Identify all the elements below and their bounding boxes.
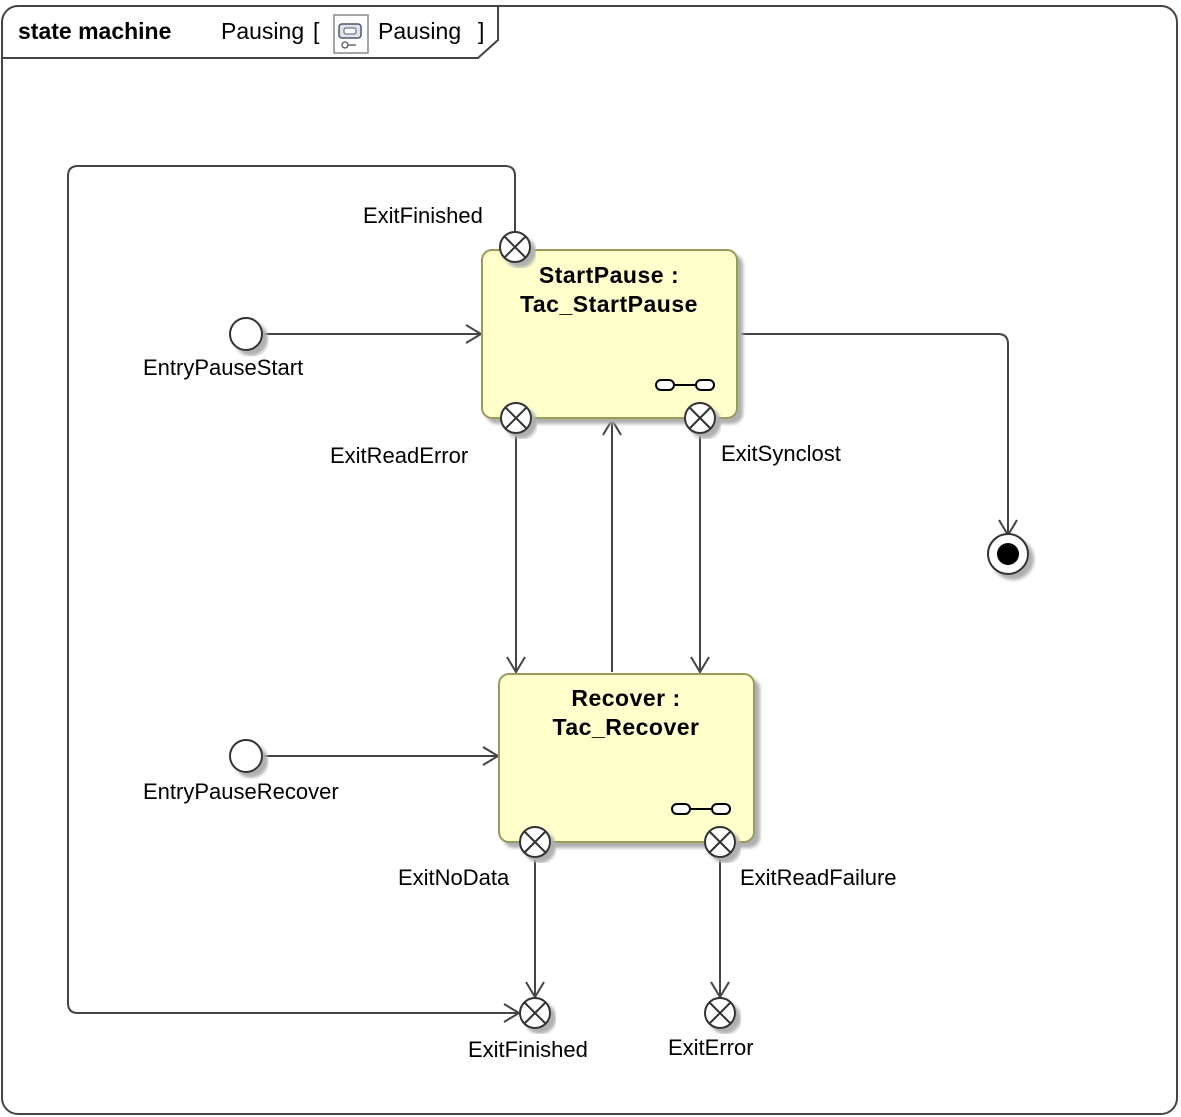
arrowhead xyxy=(602,418,622,436)
label-exit-read-error: ExitReadError xyxy=(330,443,468,468)
transition-to-final[interactable] xyxy=(738,333,1009,535)
submachine-link-icon xyxy=(655,379,715,391)
entry-point-icon[interactable] xyxy=(229,739,263,773)
state-start-pause-type: Tac_StartPause xyxy=(520,291,698,317)
exit-point-icon[interactable] xyxy=(500,402,532,434)
state-machine-ref-icon xyxy=(333,14,369,54)
label-exit-synclost: ExitSynclost xyxy=(721,441,841,466)
label-entry-pause-start: EntryPauseStart xyxy=(143,355,303,380)
frame-border xyxy=(1,5,1178,1115)
frame-close-bracket: ] xyxy=(478,18,484,44)
label-exit-error: ExitError xyxy=(668,1035,754,1060)
frame-ref-name: Pausing xyxy=(378,18,461,44)
transition-finished-loop[interactable] xyxy=(67,165,517,1014)
arrowhead xyxy=(690,656,710,674)
exit-point-icon[interactable] xyxy=(519,997,551,1029)
exit-point-icon[interactable] xyxy=(684,402,716,434)
state-recover[interactable]: Recover : Tac_Recover xyxy=(498,673,755,843)
label-entry-pause-recover: EntryPauseRecover xyxy=(143,779,339,804)
exit-point-icon[interactable] xyxy=(499,231,531,263)
exit-point-icon[interactable] xyxy=(704,826,736,858)
exit-point-icon[interactable] xyxy=(704,997,736,1029)
label-exit-no-data: ExitNoData xyxy=(398,865,510,890)
state-start-pause-name: StartPause : xyxy=(539,262,679,288)
frame-tab xyxy=(2,6,499,59)
entry-point-icon[interactable] xyxy=(229,317,263,351)
state-recover-name: Recover : xyxy=(571,685,680,711)
arrowhead xyxy=(506,656,526,674)
label-exit-finished-top: ExitFinished xyxy=(363,203,483,228)
state-recover-type: Tac_Recover xyxy=(553,714,700,740)
exit-point-icon[interactable] xyxy=(519,826,551,858)
frame-keyword: state machine xyxy=(18,18,171,44)
frame-open-bracket: [ xyxy=(313,18,320,44)
label-exit-finished-bottom: ExitFinished xyxy=(468,1037,588,1062)
label-exit-read-failure: ExitReadFailure xyxy=(740,865,897,890)
final-state-icon[interactable] xyxy=(987,533,1029,575)
state-start-pause[interactable]: StartPause : Tac_StartPause xyxy=(481,249,738,419)
frame-name: Pausing xyxy=(221,18,304,44)
submachine-link-icon xyxy=(671,803,731,815)
